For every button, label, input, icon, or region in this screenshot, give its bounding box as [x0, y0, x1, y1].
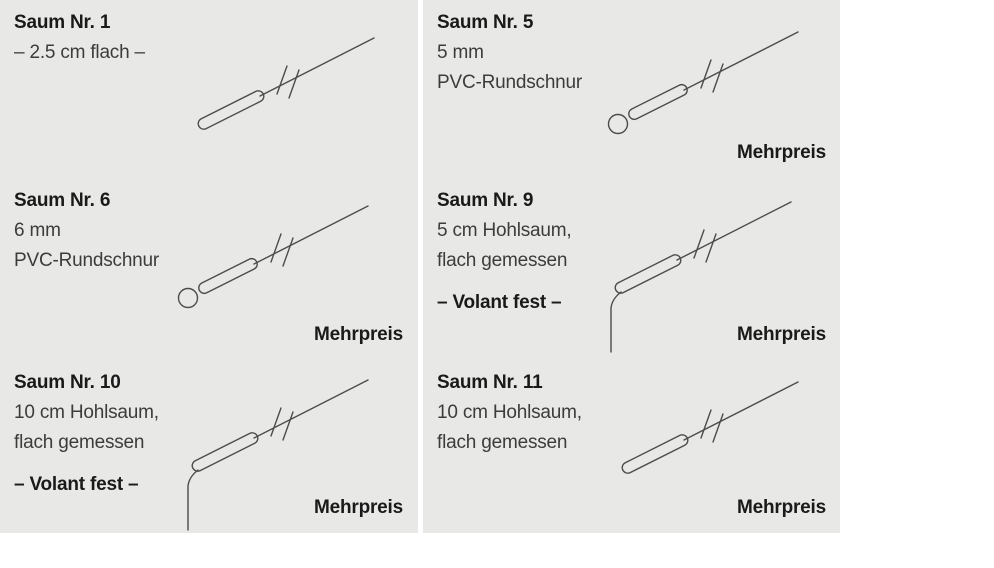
panel-description-line: 10 cm Hohlsaum,: [14, 402, 159, 423]
column-divider: [418, 0, 423, 533]
volant-note: – Volant fest –: [14, 474, 139, 495]
panel-title: Saum Nr. 9: [437, 190, 534, 211]
hem-panel-saum-9: Saum Nr. 9 5 cm Hohlsaum, flach gemessen…: [423, 178, 841, 360]
surcharge-label: Mehrpreis: [736, 497, 826, 518]
hem-panel-saum-6: Saum Nr. 6 6 mm PVC-Rundschnur Mehrpreis: [0, 178, 418, 360]
panel-title: Saum Nr. 6: [14, 190, 111, 211]
panel-title: Saum Nr. 10: [14, 372, 121, 393]
hem-panel-saum-10: Saum Nr. 10 10 cm Hohlsaum, flach gemess…: [0, 360, 418, 533]
surcharge-label: Mehrpreis: [736, 324, 826, 345]
panel-description-line: – 2.5 cm flach –: [14, 42, 145, 63]
catalog-sheet: Saum Nr. 1 – 2.5 cm flach – Saum Nr. 5 5…: [0, 0, 840, 533]
panel-title: Saum Nr. 1: [14, 12, 111, 33]
panel-title: Saum Nr. 5: [437, 12, 534, 33]
panel-description-line: PVC-Rundschnur: [437, 72, 583, 93]
surcharge-label: Mehrpreis: [313, 497, 403, 518]
hem-panel-saum-11: Saum Nr. 11 10 cm Hohlsaum, flach gemess…: [423, 360, 841, 533]
panel-description-line: 5 cm Hohlsaum,: [437, 220, 572, 241]
panel-description-line: PVC-Rundschnur: [14, 250, 160, 271]
surcharge-label: Mehrpreis: [313, 324, 403, 345]
panel-description-line: flach gemessen: [437, 432, 568, 453]
volant-note: – Volant fest –: [437, 292, 562, 313]
panel-description-line: flach gemessen: [14, 432, 145, 453]
panel-description-line: flach gemessen: [437, 250, 568, 271]
hem-panel-saum-5: Saum Nr. 5 5 mm PVC-Rundschnur Mehrpreis: [423, 0, 841, 178]
surcharge-label: Mehrpreis: [736, 142, 826, 163]
panel-description-line: 6 mm: [14, 220, 61, 241]
panel-description-line: 5 mm: [437, 42, 484, 63]
hem-panel-saum-1: Saum Nr. 1 – 2.5 cm flach –: [0, 0, 418, 178]
panel-description-line: 10 cm Hohlsaum,: [437, 402, 582, 423]
panel-title: Saum Nr. 11: [437, 372, 543, 393]
